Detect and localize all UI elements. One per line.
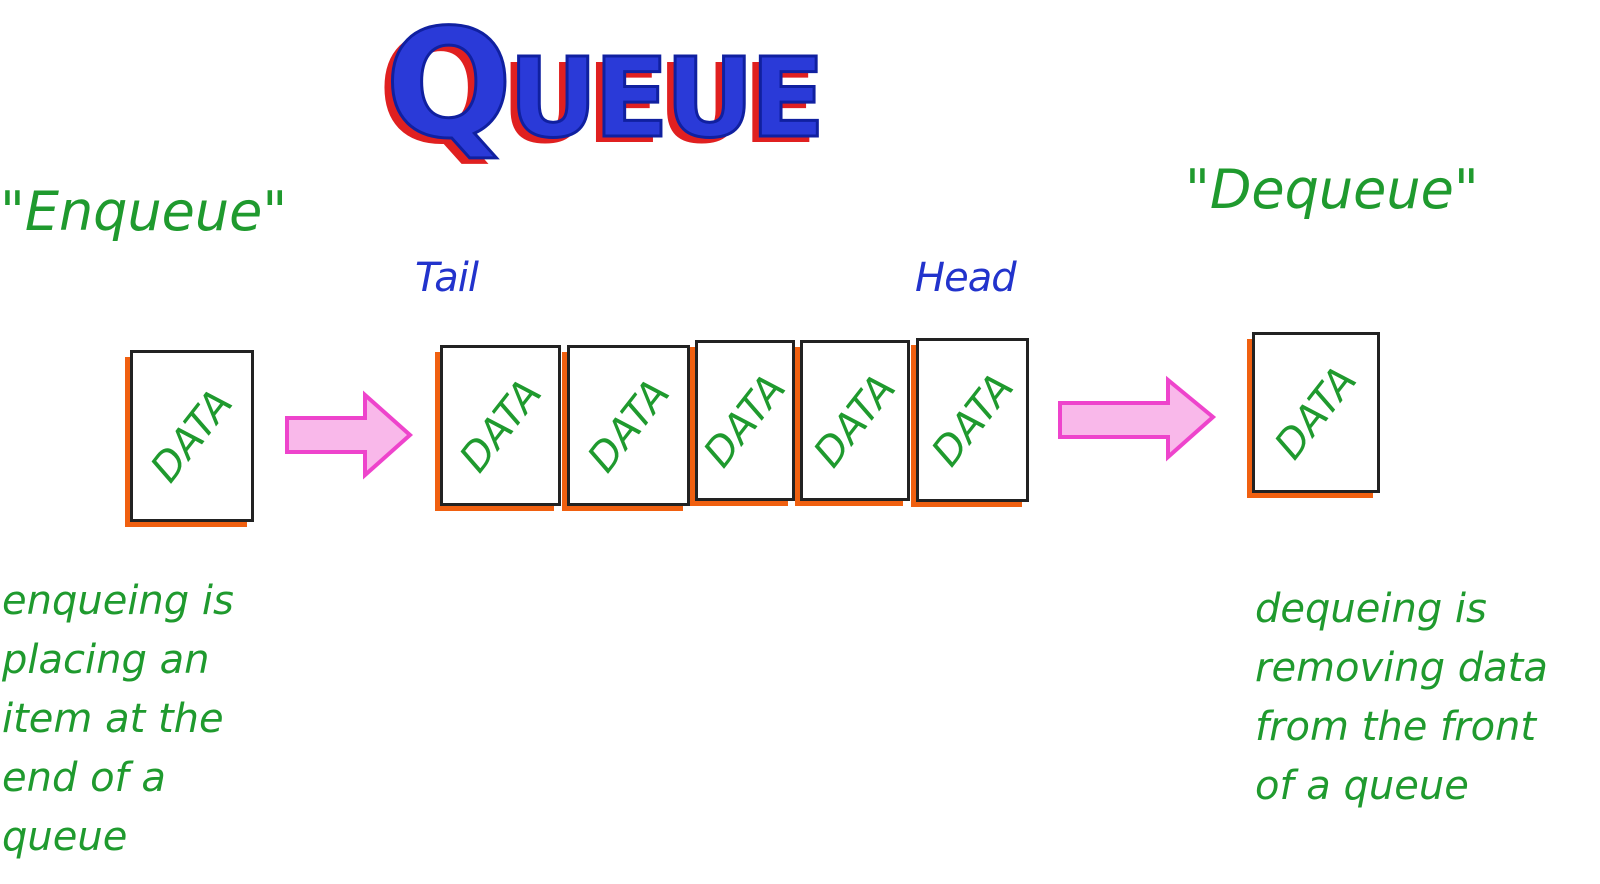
title-q: Q (384, 0, 514, 172)
note-line: from the front (1255, 704, 1537, 750)
dequeue-label: "Dequeue" (1185, 158, 1479, 221)
note-line: end of a (2, 755, 166, 801)
box-text: DATA (805, 365, 905, 476)
box-text: DATA (922, 365, 1023, 475)
head-label: Head (915, 255, 1017, 301)
note-line: removing data (1255, 645, 1548, 691)
dequeue-note: dequeing is removing data from the front… (1255, 580, 1548, 816)
dequeue-arrow-icon (1058, 375, 1217, 462)
queue-data-box: DATA (695, 340, 795, 501)
note-line: dequeing is (1255, 586, 1487, 632)
queue-data-box: DATA (800, 340, 910, 501)
queue-data-box: DATA (440, 345, 561, 506)
tail-label: Tail (415, 255, 479, 301)
incoming-data-box: DATA (130, 350, 254, 522)
box-text: DATA (578, 370, 679, 481)
note-line: of a queue (1255, 763, 1469, 809)
enqueue-arrow-icon (285, 390, 414, 480)
box-text: DATA (142, 381, 242, 491)
box-text: DATA (1266, 357, 1366, 468)
note-line: queue (2, 814, 128, 860)
dequeued-data-box: DATA (1252, 332, 1380, 493)
box-text: DATA (450, 370, 551, 481)
enqueue-label: "Enqueue" (0, 180, 288, 243)
note-line: item at the (2, 696, 224, 742)
enqueue-note: enqueing is placing an item at the end o… (2, 572, 234, 867)
queue-title: QUEUE (384, 9, 827, 162)
queue-data-box: DATA (916, 338, 1029, 502)
note-line: enqueing is (2, 578, 234, 624)
title-rest: UEUE (507, 34, 827, 162)
note-line: placing an (2, 637, 210, 683)
queue-data-box: DATA (567, 345, 690, 506)
box-text: DATA (695, 365, 795, 476)
